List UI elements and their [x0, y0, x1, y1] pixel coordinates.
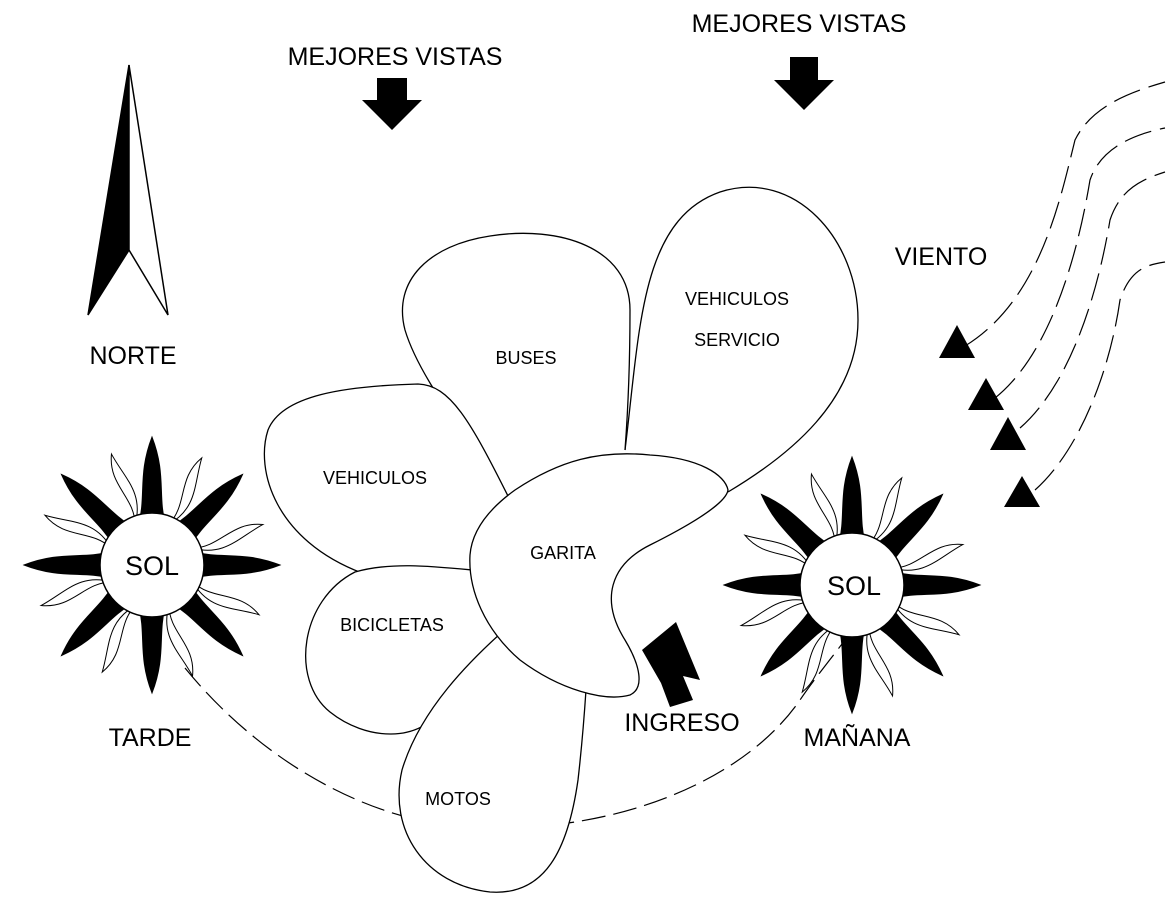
best-views-label-right: MEJORES VISTAS	[692, 10, 907, 38]
wind-triangle-icon	[939, 325, 975, 358]
zone-vehicles-label: VEHICULOS	[323, 468, 427, 488]
sun-evening-label: SOL	[125, 551, 179, 581]
zone-buses-label: BUSES	[495, 348, 556, 368]
best-views-arrow-right-icon	[774, 57, 834, 110]
sun-morning-disc	[799, 532, 905, 638]
north-label: NORTE	[89, 342, 176, 370]
sun-morning-caption: MAÑANA	[804, 723, 911, 752]
zone-vehicles-service	[624, 186, 859, 493]
wind-triangle-icon	[1004, 476, 1040, 507]
sun-path-arc	[184, 639, 846, 829]
sun-evening-rays-black	[22, 435, 282, 695]
zone-vehicles	[263, 383, 511, 574]
sun-evening-caption: TARDE	[109, 724, 192, 752]
wind-triangle-icon	[968, 378, 1004, 410]
entrance-label: INGRESO	[624, 709, 739, 737]
zone-service-label-line2: SERVICIO	[694, 330, 780, 350]
sun-evening-rays-white	[39, 452, 265, 678]
zone-motorcycles	[398, 624, 587, 893]
wind-label: VIENTO	[895, 243, 988, 271]
north-arrow-icon	[87, 64, 169, 316]
wind-triangle-icon	[990, 417, 1026, 450]
zone-bicycles-label: BICICLETAS	[340, 615, 444, 635]
best-views-arrow-left-icon	[362, 78, 422, 130]
entrance-arrow-icon	[642, 622, 700, 707]
wind-flow-lines	[964, 81, 1166, 491]
sun-evening-disc	[99, 512, 205, 618]
zone-garita-label: GARITA	[530, 543, 596, 563]
sun-morning-rays-black	[722, 455, 982, 715]
best-views-label-left: MEJORES VISTAS	[288, 43, 503, 71]
sun-evening-icon	[22, 435, 282, 695]
sun-morning-rays-white	[739, 472, 965, 698]
zone-garita	[469, 453, 729, 698]
sun-morning-label: SOL	[827, 571, 881, 601]
zone-motorcycles-label: MOTOS	[425, 789, 491, 809]
wind-triangles	[939, 325, 1040, 507]
sun-morning-icon	[722, 455, 982, 715]
zone-service-label-line1: VEHICULOS	[685, 289, 789, 309]
